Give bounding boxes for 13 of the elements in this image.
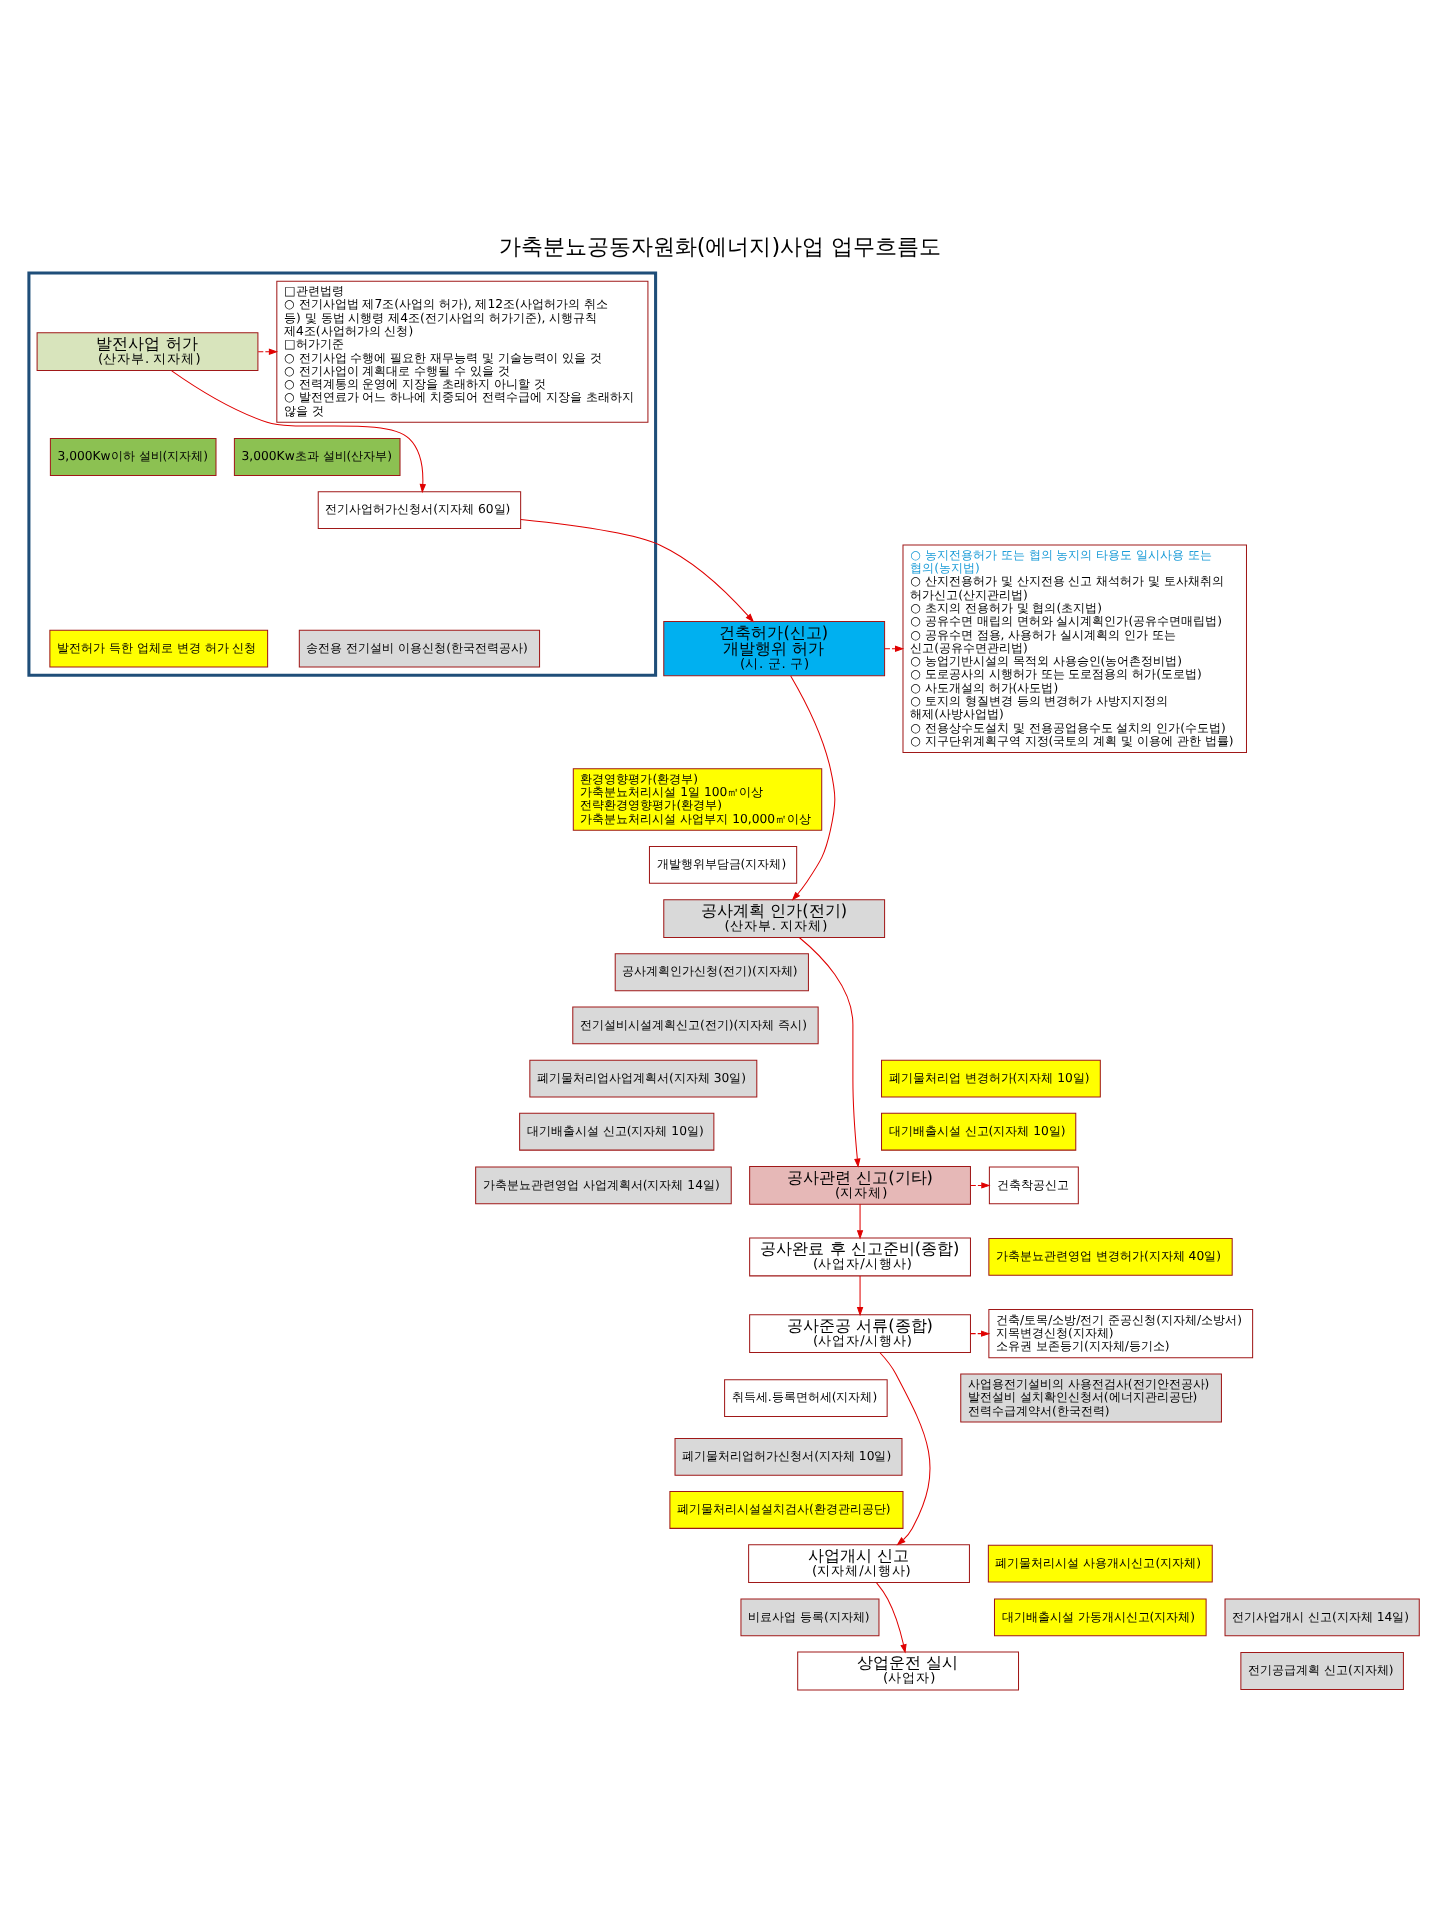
arrow [171, 369, 427, 493]
arrow [520, 518, 755, 622]
cluster [27, 270, 658, 676]
arrow [856, 1274, 864, 1316]
diagram-title: 가축분뇨공동자원화(에너지)사업 업무흐름도 [498, 233, 942, 260]
arrow [856, 1202, 864, 1239]
arrow [884, 644, 905, 651]
arrow [790, 674, 836, 900]
arrow [970, 1181, 991, 1188]
arrow [799, 936, 861, 1167]
arrow [257, 347, 279, 354]
arrow [876, 1581, 907, 1653]
arrow [970, 1329, 991, 1336]
